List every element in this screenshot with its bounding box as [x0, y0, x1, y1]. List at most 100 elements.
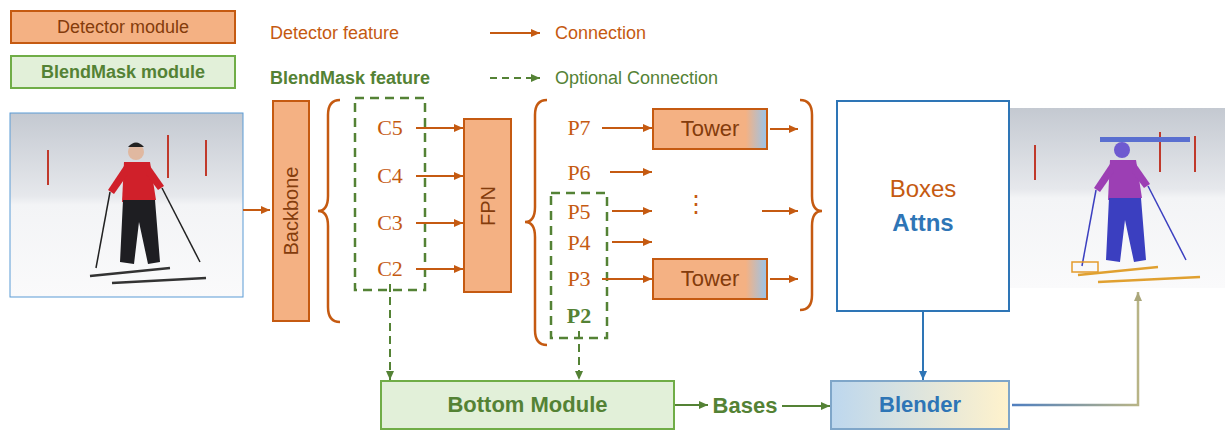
node-text: Backbone: [280, 167, 303, 256]
photo-frame: [10, 113, 243, 297]
legend-entry: Optional Connection: [555, 65, 718, 91]
blender-box: Blender: [830, 380, 1010, 430]
level-arrow: [610, 171, 652, 173]
feature-label: C2: [364, 254, 416, 284]
fpn-box: FPN: [463, 118, 512, 293]
node-text: P4: [567, 230, 590, 255]
tower-output-arrow: [770, 128, 798, 130]
level-arrow: [612, 241, 652, 243]
feature-label: P3: [556, 264, 602, 294]
brace: [318, 100, 340, 322]
level-arrow: [612, 210, 652, 212]
node-text: C4: [377, 163, 403, 188]
connection-arrow: [602, 278, 652, 280]
bases-label: Bases: [708, 391, 782, 421]
node-text: Bottom Module: [447, 392, 607, 417]
node-text: C2: [377, 256, 403, 281]
legend-arrow-sample: [490, 32, 540, 34]
legend-entry: Detector feature: [270, 20, 399, 46]
node-text: FPN: [476, 186, 499, 226]
node-text: Tower: [681, 266, 740, 291]
legend-entry: BlendMask module: [10, 55, 236, 89]
legend-text: Optional Connection: [555, 68, 718, 89]
legend-text: Connection: [555, 23, 646, 44]
mask-pole: [1148, 186, 1186, 260]
ski: [90, 268, 170, 276]
node-text: Boxes: [890, 175, 957, 203]
connection-arrow: [922, 312, 924, 380]
connection-arrow: [602, 127, 652, 129]
photo-frame: [997, 108, 1225, 288]
feature-label: P4: [556, 228, 602, 258]
optional-connection: [389, 284, 391, 380]
legend-text: BlendMask module: [41, 62, 205, 83]
tower-output-arrow: [762, 210, 798, 212]
connection-arrow: [416, 222, 463, 224]
legend-entry: Detector module: [10, 10, 236, 44]
node-text: C3: [377, 210, 403, 235]
output-box: BoxesAttns: [836, 100, 1010, 312]
ellipsis-label: ⋮: [684, 190, 708, 218]
gate-pole: [167, 135, 169, 178]
feature-label: P2: [556, 301, 602, 331]
node-text: P3: [567, 266, 590, 291]
node-text: P6: [567, 160, 590, 185]
node-text: P5: [567, 199, 590, 224]
output-photo: [997, 108, 1225, 288]
ski: [112, 278, 206, 283]
gate-pole: [205, 140, 207, 176]
legend-text: BlendMask feature: [270, 68, 430, 89]
ski-pole: [162, 188, 200, 262]
gate-pole: [47, 150, 49, 185]
backbone-box: Backbone: [272, 100, 310, 322]
detection-tag: [1100, 137, 1190, 142]
tower-output-arrow: [770, 278, 798, 280]
legend-text: Detector feature: [270, 23, 399, 44]
node-text: Blender: [879, 392, 961, 417]
legend-text: Detector module: [57, 17, 189, 38]
feature-label: C3: [364, 208, 416, 238]
node-text: P7: [567, 115, 590, 140]
skier-pants: [120, 200, 160, 264]
feature-label: C4: [364, 161, 416, 191]
ski-pole: [96, 192, 110, 268]
connection-arrow: [675, 404, 708, 406]
brace: [800, 100, 822, 310]
mask-head: [1114, 142, 1130, 158]
skier-arm: [108, 166, 128, 194]
feature-label: P7: [556, 113, 602, 143]
detection-box: [1072, 262, 1098, 272]
node-text: P2: [567, 303, 591, 328]
feature-label: P6: [556, 158, 602, 188]
connection-arrow: [416, 127, 463, 129]
mask-arm: [1132, 164, 1150, 188]
node-text: Attns: [892, 209, 953, 237]
node-text: C5: [377, 115, 403, 140]
node-text: Tower: [681, 116, 740, 141]
brace: [525, 100, 547, 345]
connection-arrow: [782, 405, 830, 407]
mask-pole: [1082, 190, 1096, 266]
dashed-group: [551, 193, 607, 338]
feature-label: P5: [556, 197, 602, 227]
feature-label: C5: [364, 113, 416, 143]
tower-box: Tower: [652, 108, 768, 150]
legend-dashed-arrow-sample: [490, 77, 540, 79]
skier-arm: [146, 166, 164, 190]
dashed-group: [355, 98, 425, 290]
gate-pole: [1194, 136, 1196, 172]
output-arrow: [1012, 292, 1138, 405]
tower-box: Tower: [652, 258, 768, 300]
bottom-module-box: Bottom Module: [380, 380, 675, 430]
mask-arm: [1094, 164, 1114, 192]
connection-arrow: [416, 175, 463, 177]
mask-ski: [1078, 267, 1158, 275]
node-text: Bases: [713, 393, 778, 418]
mask-pants: [1106, 198, 1146, 262]
gate-pole: [1034, 145, 1036, 180]
optional-connection: [578, 331, 580, 380]
legend-entry: BlendMask feature: [270, 65, 430, 91]
input-arrow: [243, 209, 270, 211]
legend-entry: Connection: [555, 20, 646, 46]
